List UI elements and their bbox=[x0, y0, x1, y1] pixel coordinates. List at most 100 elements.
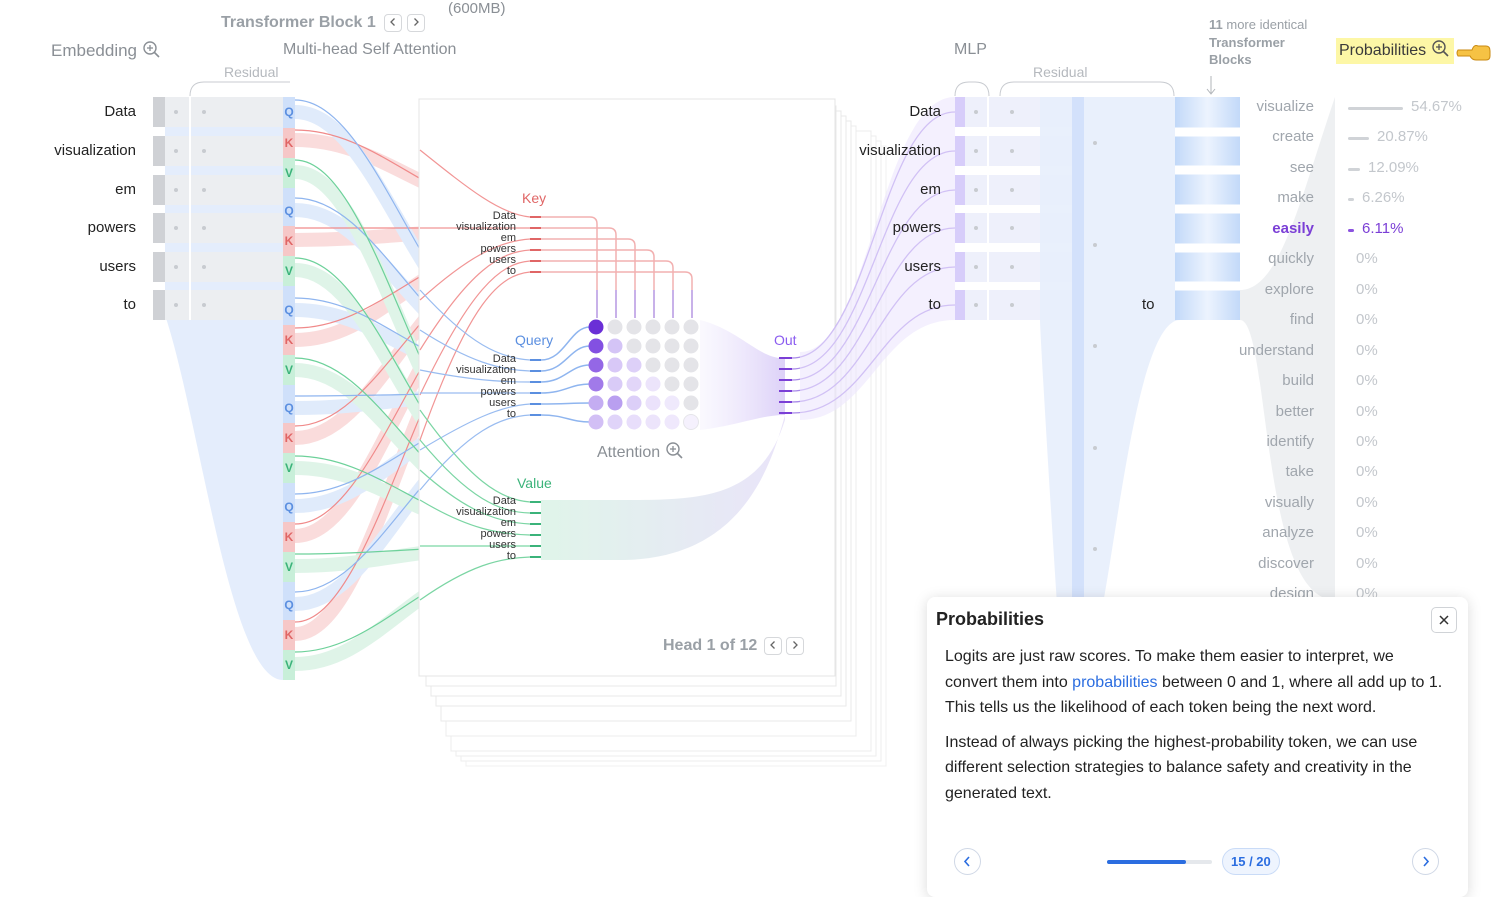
query-token: em bbox=[500, 375, 516, 387]
value-token: to bbox=[506, 550, 516, 562]
probabilities-info-panel: Probabilities Logits are just raw scores… bbox=[927, 597, 1468, 897]
more-blocks-text-2: Transformer bbox=[1209, 34, 1285, 50]
zoom-in-icon[interactable] bbox=[142, 40, 162, 60]
v-letter: V bbox=[284, 658, 293, 672]
key-token: powers bbox=[480, 243, 516, 255]
prob-pct: 6.11% bbox=[1362, 220, 1404, 237]
token-label: visualization bbox=[54, 142, 136, 159]
prob-pct: 6.26% bbox=[1362, 189, 1405, 206]
panel-progress-track bbox=[1107, 860, 1212, 864]
head-next-button[interactable] bbox=[786, 637, 805, 655]
flow-diagram bbox=[153, 76, 1335, 767]
more-blocks-note: 11 more identical Transformer Blocks bbox=[1209, 16, 1307, 69]
prob-bar bbox=[1348, 107, 1403, 110]
head-card-stack bbox=[418, 98, 887, 767]
probability-row[interactable]: make 6.26% bbox=[1230, 189, 1480, 211]
v-letter: V bbox=[284, 560, 293, 574]
prob-word: make bbox=[1277, 189, 1314, 206]
more-blocks-text-1: more identical bbox=[1226, 17, 1308, 32]
prob-word: visually bbox=[1264, 494, 1314, 511]
prob-pct: 0% bbox=[1356, 494, 1378, 511]
prob-pct: 0% bbox=[1356, 463, 1378, 480]
prob-word: understand bbox=[1238, 342, 1314, 359]
residual-label-right: Residual bbox=[1033, 64, 1088, 80]
token-label: Data bbox=[104, 103, 136, 120]
query-token: visualization bbox=[456, 364, 516, 376]
query-token: powers bbox=[480, 386, 516, 398]
chevron-left-icon bbox=[390, 18, 396, 26]
query-label: Query bbox=[515, 332, 554, 348]
zoom-in-icon[interactable] bbox=[665, 441, 685, 461]
key-token: em bbox=[500, 232, 516, 244]
q-letter: Q bbox=[284, 105, 294, 119]
prob-word: quickly bbox=[1268, 250, 1314, 267]
panel-paragraph-1: Logits are just raw scores. To make them… bbox=[945, 644, 1450, 721]
value-token: visualization bbox=[456, 506, 516, 518]
v-letter: V bbox=[284, 166, 293, 180]
zoom-in-icon[interactable] bbox=[1431, 39, 1451, 59]
panel-close-button[interactable] bbox=[1431, 607, 1457, 633]
chevron-right-icon bbox=[1423, 856, 1430, 867]
panel-prev-button[interactable] bbox=[954, 848, 981, 875]
probability-row[interactable]: discover 0% bbox=[1230, 555, 1480, 577]
probabilities-header[interactable]: Probabilities bbox=[1336, 38, 1454, 64]
probabilities-link[interactable]: probabilities bbox=[1072, 673, 1158, 691]
query-token: Data bbox=[492, 353, 516, 365]
panel-p1-after: between 0 and 1, where all add up to 1. … bbox=[945, 673, 1443, 717]
prob-bar bbox=[1348, 229, 1354, 232]
panel-next-button[interactable] bbox=[1412, 848, 1439, 875]
q-letter: Q bbox=[284, 204, 294, 218]
panel-p1-before: Logits are just raw scores. To make them… bbox=[945, 648, 1394, 691]
panel-progress-fill bbox=[1107, 860, 1186, 864]
value-token: users bbox=[489, 539, 516, 551]
token-label: users bbox=[99, 258, 136, 275]
token-label: powers bbox=[87, 219, 136, 236]
block-next-button[interactable] bbox=[406, 14, 425, 32]
prob-word: build bbox=[1282, 372, 1314, 389]
prob-word: explore bbox=[1264, 281, 1314, 298]
key-label: Key bbox=[522, 190, 547, 206]
prob-bar bbox=[1348, 168, 1360, 171]
mlp-token-label: to bbox=[928, 296, 941, 313]
prob-word: discover bbox=[1258, 555, 1314, 572]
key-token: to bbox=[506, 265, 516, 277]
value-label: Value bbox=[517, 475, 552, 491]
prob-word: better bbox=[1275, 403, 1314, 420]
attention-matrix[interactable] bbox=[585, 317, 703, 431]
k-letter: K bbox=[284, 333, 294, 347]
panel-page-indicator: 15 / 20 bbox=[1222, 848, 1280, 875]
value-token: Data bbox=[492, 495, 516, 507]
prob-word: see bbox=[1289, 159, 1314, 176]
q-letter: Q bbox=[284, 598, 294, 612]
key-token: Data bbox=[492, 210, 516, 222]
q-letter: Q bbox=[284, 303, 294, 317]
more-blocks-count: 11 bbox=[1209, 17, 1223, 32]
prob-pct: 0% bbox=[1356, 555, 1378, 572]
probability-row[interactable]: visually 0% bbox=[1230, 494, 1480, 516]
embedding-title[interactable]: Embedding bbox=[51, 40, 162, 61]
block-prev-button[interactable] bbox=[384, 14, 403, 32]
key-token: users bbox=[489, 254, 516, 266]
head-prev-button[interactable] bbox=[763, 637, 782, 655]
head-indicator: Head 1 of 12 bbox=[663, 637, 758, 654]
key-token: visualization bbox=[456, 221, 516, 233]
mlp-token-label: powers bbox=[892, 219, 941, 236]
attention-zoom[interactable]: Attention bbox=[597, 441, 685, 462]
prob-word: visualize bbox=[1256, 98, 1314, 115]
chevron-right-icon bbox=[793, 641, 799, 649]
head-nav: Head 1 of 12 bbox=[663, 637, 805, 655]
mlp-title: MLP bbox=[954, 41, 987, 58]
